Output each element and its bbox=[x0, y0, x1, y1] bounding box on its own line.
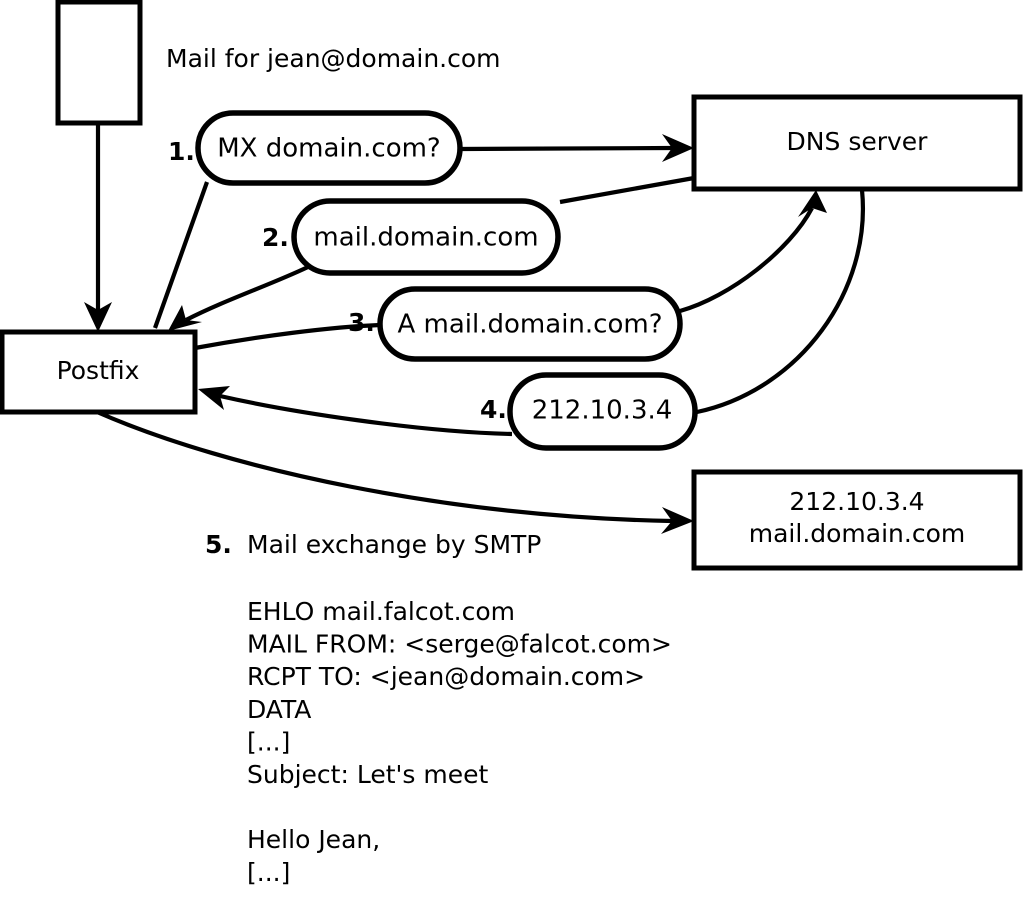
step-1-number: 1. bbox=[168, 137, 195, 166]
step-4-number: 4. bbox=[480, 395, 507, 424]
edge-step2-to-postfix bbox=[168, 265, 309, 331]
node-mail-host: 212.10.3.4 mail.domain.com bbox=[691, 469, 1023, 571]
node-mail-host-name: mail.domain.com bbox=[749, 519, 965, 548]
caption-mail-for: Mail for jean@domain.com bbox=[166, 44, 501, 73]
edge-postfix-to-step1 bbox=[153, 181, 209, 329]
edge-step4-to-postfix bbox=[198, 386, 513, 437]
step-3-number: 3. bbox=[348, 308, 375, 337]
step-2-bubble: mail.domain.com bbox=[291, 198, 561, 276]
step-4-bubble: 212.10.3.4 bbox=[507, 372, 698, 451]
edge-dns-to-step2 bbox=[559, 175, 695, 205]
smtp-transcript-line: MAIL FROM: <serge@falcot.com> bbox=[247, 630, 672, 659]
step-1-bubble: MX domain.com? bbox=[195, 110, 463, 186]
node-postfix-label: Postfix bbox=[57, 356, 140, 385]
step-3-bubble: A mail.domain.com? bbox=[377, 286, 683, 362]
step-2-number: 2. bbox=[262, 223, 289, 252]
smtp-transcript-line: DATA bbox=[247, 695, 311, 724]
edge-postfix-to-mailhost bbox=[96, 410, 694, 534]
edge-step3-to-dns bbox=[679, 190, 827, 314]
smtp-transcript-line: RCPT TO: <jean@domain.com> bbox=[247, 662, 645, 691]
node-mail-client bbox=[55, 0, 143, 126]
step-5-label: Mail exchange by SMTP bbox=[247, 530, 541, 559]
edge-step1-to-dns bbox=[459, 134, 694, 162]
smtp-transcript-line: EHLO mail.falcot.com bbox=[247, 597, 515, 626]
smtp-transcript-line: Subject: Let's meet bbox=[247, 760, 488, 789]
edge-client-to-postfix bbox=[84, 123, 112, 332]
smtp-transcript-line: [...] bbox=[247, 858, 290, 887]
step-4-label: 212.10.3.4 bbox=[532, 396, 673, 426]
edge-postfix-to-step3 bbox=[194, 322, 381, 351]
step-3-label: A mail.domain.com? bbox=[398, 310, 663, 340]
node-postfix: Postfix bbox=[0, 329, 198, 415]
step-1-label: MX domain.com? bbox=[217, 134, 440, 164]
smtp-transcript-line: [...] bbox=[247, 727, 290, 756]
edge-dns-to-step4 bbox=[696, 189, 866, 415]
node-dns-server-label: DNS server bbox=[787, 127, 929, 156]
step-5-number: 5. bbox=[205, 530, 232, 559]
step-2-label: mail.domain.com bbox=[313, 223, 538, 253]
node-mail-host-ip: 212.10.3.4 bbox=[789, 487, 924, 516]
smtp-transcript-line: Hello Jean, bbox=[247, 825, 380, 854]
node-dns-server: DNS server bbox=[691, 94, 1023, 192]
